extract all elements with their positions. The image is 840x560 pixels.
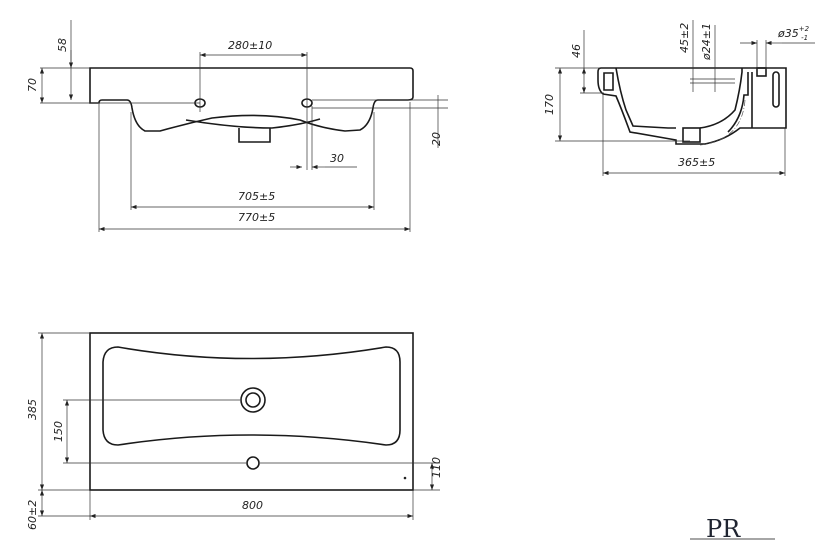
rim-cavity xyxy=(603,72,614,91)
dim-24: ø24±1 xyxy=(700,23,713,61)
bowl-inner xyxy=(615,67,743,129)
basin-outline xyxy=(102,346,401,446)
hidden-line xyxy=(699,99,746,146)
brand-logo: PR xyxy=(690,515,775,543)
dim-30: 30 xyxy=(330,152,344,165)
dim-110: 110 xyxy=(430,457,443,478)
front-view: 58 70 280±10 20 30 705±5 770±5 xyxy=(26,20,448,232)
overflow-slot xyxy=(772,71,780,108)
dim-280: 280±10 xyxy=(228,39,272,52)
dim-170: 170 xyxy=(543,94,556,115)
side-view: 170 46 45±2 ø24±1 ø35+2-1 365±5 xyxy=(543,20,815,176)
drain-hole-inner xyxy=(245,392,261,408)
dim-60: 60±2 xyxy=(26,500,39,530)
drain-hole-top xyxy=(240,387,266,413)
dim-45: 45±2 xyxy=(678,23,691,53)
dim-365: 365±5 xyxy=(678,156,715,169)
dim-770: 770±5 xyxy=(238,211,275,224)
dim-385: 385 xyxy=(26,399,39,420)
dim-35: ø35+2-1 xyxy=(777,25,810,42)
top-outline xyxy=(89,332,414,491)
dim-46: 46 xyxy=(570,44,583,58)
dim-58: 58 xyxy=(56,38,69,52)
dim-705: 705±5 xyxy=(238,190,275,203)
dim-150: 150 xyxy=(52,421,65,442)
drain-outlet xyxy=(238,128,271,143)
side-outline xyxy=(597,67,787,145)
tap-hole-top xyxy=(246,456,260,470)
front-outline xyxy=(89,67,414,132)
drain-hole xyxy=(682,127,701,143)
dim-800: 800 xyxy=(242,499,263,512)
bowl-curve xyxy=(185,118,321,129)
top-view: 385 150 110 800 60±2 xyxy=(26,332,443,530)
dim-20: 20 xyxy=(430,132,443,146)
dim-70: 70 xyxy=(26,78,39,92)
bowl-wall xyxy=(727,72,753,133)
tap-hole xyxy=(756,67,767,77)
